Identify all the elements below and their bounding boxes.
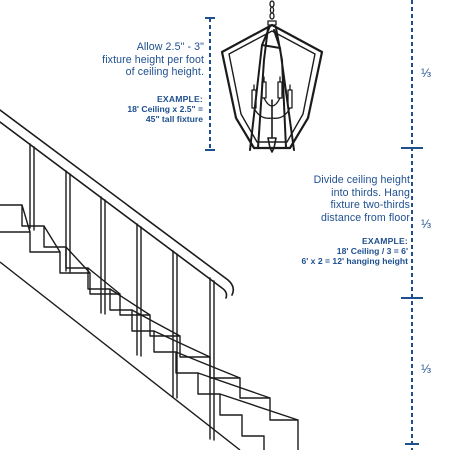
fixture-height-note: Allow 2.5" - 3" fixture height per foot …	[4, 41, 204, 79]
hanging-example-line-1: 18' Ceiling / 3 = 6'	[336, 246, 408, 257]
handrail-top	[0, 109, 235, 296]
hanging-note-line-1: Divide ceiling height	[313, 174, 410, 186]
fixture-example-line-1: 18' Ceiling x 2.5" =	[127, 104, 203, 115]
stair-back-profile	[0, 231, 299, 450]
lantern-center-column	[267, 99, 277, 153]
ceiling-height-dimension	[401, 0, 423, 450]
fixture-note-line-2: fixture height per foot	[102, 53, 204, 66]
pendant-lantern-icon	[220, 0, 324, 153]
lantern-chain	[267, 0, 277, 26]
stair-stringer	[0, 261, 241, 450]
fixture-note-line-3: of ceiling height.	[125, 66, 204, 78]
hanging-height-example: EXAMPLE: 18' Ceiling / 3 = 6' 6' x 2 = 1…	[188, 236, 408, 266]
hanging-note-line-4: distance from floor	[320, 211, 410, 224]
stair-front-profile	[0, 204, 265, 450]
hanging-height-note: Divide ceiling height into thirds. Hang …	[190, 174, 410, 224]
staircase-illustration	[0, 204, 299, 450]
balusters	[29, 143, 215, 441]
lantern-frame-bars	[249, 25, 295, 151]
hanging-note-line-2: into thirds. Hang	[331, 186, 410, 199]
lantern-cage-outer	[220, 23, 324, 150]
third-label-top: ⅓	[421, 66, 432, 80]
hanging-example-heading: EXAMPLE:	[361, 236, 408, 246]
stair-tread-lines	[21, 204, 299, 421]
handrail-bottom	[0, 121, 228, 299]
handrail	[0, 109, 235, 441]
fixture-example-line-2: 45" tall fixture	[145, 114, 203, 125]
hanging-note-line-3: fixture two-thirds	[330, 199, 410, 211]
fixture-height-dimension	[205, 17, 215, 151]
fixture-height-example: EXAMPLE: 18' Ceiling x 2.5" = 45" tall f…	[3, 94, 203, 124]
hanging-example-line-2: 6' x 2 = 12' hanging height	[301, 256, 408, 267]
third-label-middle: ⅓	[421, 217, 432, 231]
lantern-cage-inner	[228, 30, 316, 143]
fixture-note-line-1: Allow 2.5" - 3"	[136, 41, 204, 53]
third-label-bottom: ⅓	[421, 362, 432, 376]
fixture-example-heading: EXAMPLE:	[156, 94, 203, 104]
